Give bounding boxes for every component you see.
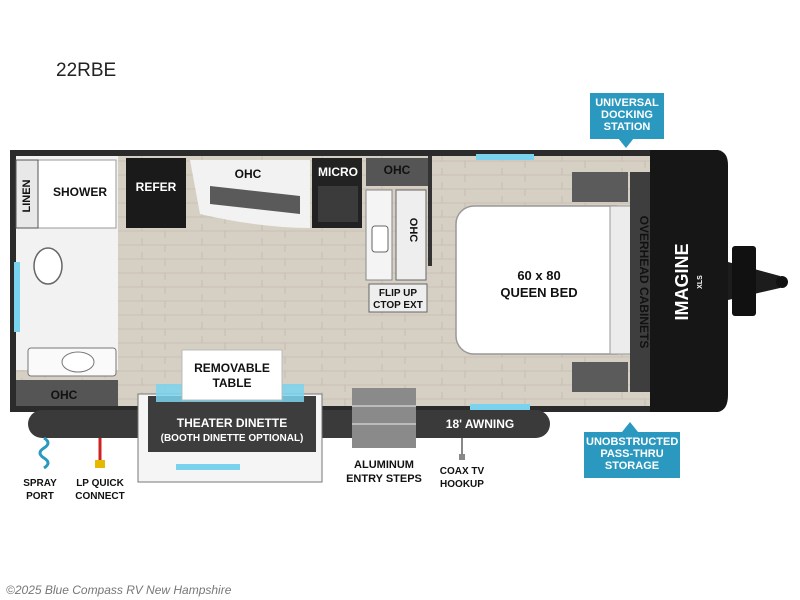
- lp-label-2: CONNECT: [75, 491, 124, 502]
- steps-label-2: ENTRY STEPS: [346, 473, 422, 485]
- awning-label: 18' AWNING: [446, 417, 514, 431]
- ohc-label-side: OHC: [407, 218, 419, 243]
- coax-label-1: COAX TV: [440, 466, 485, 477]
- lp-label-1: LP QUICK: [76, 478, 124, 489]
- flip-up-label-1: FLIP UP: [379, 288, 417, 299]
- trailer-body: [10, 150, 660, 412]
- ohc-label-top: OHC: [384, 163, 411, 177]
- bed-type-label: QUEEN BED: [500, 285, 577, 300]
- docking-station-callout: UNIVERSAL DOCKING STATION: [590, 93, 664, 148]
- bathroom: [14, 156, 118, 406]
- spray-port-label-2: PORT: [26, 491, 54, 502]
- front-cap: [650, 150, 728, 412]
- booth-dinette-label: (BOOTH DINETTE OPTIONAL): [161, 433, 304, 444]
- coax-tv-hookup: [459, 438, 465, 460]
- micro-label: MICRO: [318, 165, 358, 179]
- windows: [176, 154, 534, 470]
- flip-up-label-2: CTOP EXT: [373, 300, 423, 311]
- model-name: 22RBE: [56, 60, 117, 81]
- removable-table-label-2: TABLE: [212, 376, 251, 390]
- overhead-cabinets-label: OVERHEAD CABINETS: [637, 216, 651, 349]
- bedroom-partition: [428, 156, 432, 266]
- bed-size-label: 60 x 80: [517, 268, 560, 283]
- entry-steps: [352, 388, 416, 448]
- galley: [190, 158, 428, 313]
- refer-label: REFER: [136, 180, 177, 194]
- front-cabinets: [572, 172, 650, 392]
- ohc-label-galley: OHC: [235, 167, 262, 181]
- refrigerator: [126, 158, 186, 228]
- copyright-watermark: ©2025 Blue Compass RV New Hampshire: [6, 583, 232, 597]
- spray-port-label-1: SPRAY: [23, 478, 57, 489]
- shower-label: SHOWER: [53, 185, 107, 199]
- pass-thru-storage-callout: UNOBSTRUCTED PASS-THRU STORAGE: [584, 422, 680, 478]
- removable-table-label-1: REMOVABLE: [194, 361, 270, 375]
- brand-logo-sub: XLS: [697, 275, 704, 289]
- hitch-tongue: [728, 246, 788, 316]
- theater-dinette-label: THEATER DINETTE: [177, 416, 287, 430]
- linen-label: LINEN: [21, 179, 33, 212]
- ohc-label-bath: OHC: [51, 388, 78, 402]
- lp-quick-connect: [95, 438, 105, 468]
- steps-label-1: ALUMINUM: [354, 459, 414, 471]
- coax-label-2: HOOKUP: [440, 479, 484, 490]
- spray-port-hose: [38, 436, 50, 470]
- brand-logo-text: IMAGINE: [672, 243, 692, 320]
